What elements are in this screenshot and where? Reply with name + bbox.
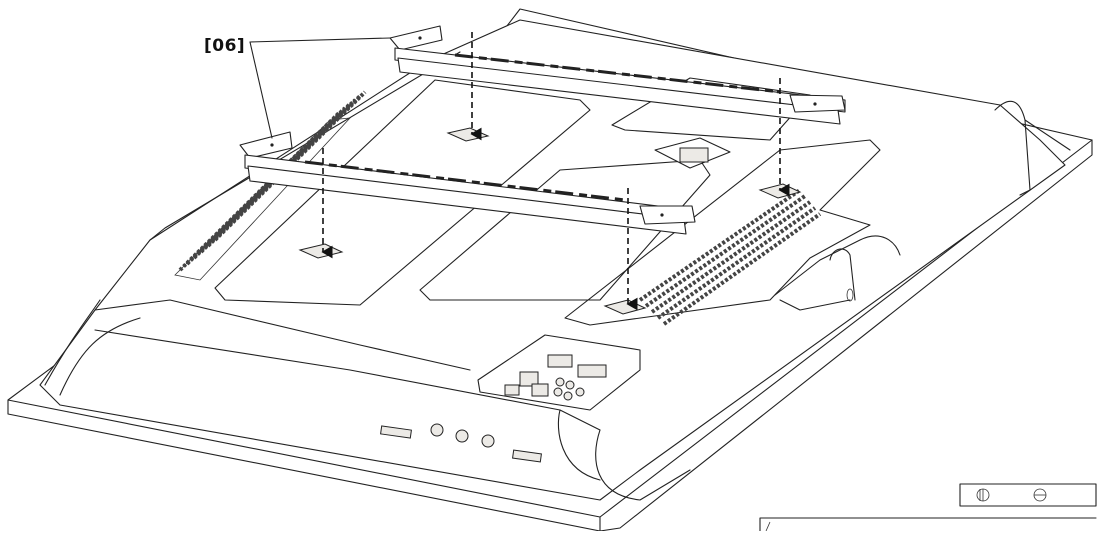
mounting-bracket-lower bbox=[239, 131, 696, 235]
callout-label: [06] bbox=[204, 36, 246, 56]
guide-arrows bbox=[321, 32, 790, 311]
mounting-bracket-upper bbox=[389, 25, 846, 125]
center-socket bbox=[654, 137, 731, 169]
vent-grille-right bbox=[638, 188, 822, 326]
callout-leader-lines bbox=[249, 37, 391, 139]
screw-inset bbox=[759, 483, 1097, 532]
tv-back-panel bbox=[39, 19, 1071, 501]
rear-ports bbox=[380, 423, 542, 463]
connector-panel bbox=[477, 334, 641, 411]
